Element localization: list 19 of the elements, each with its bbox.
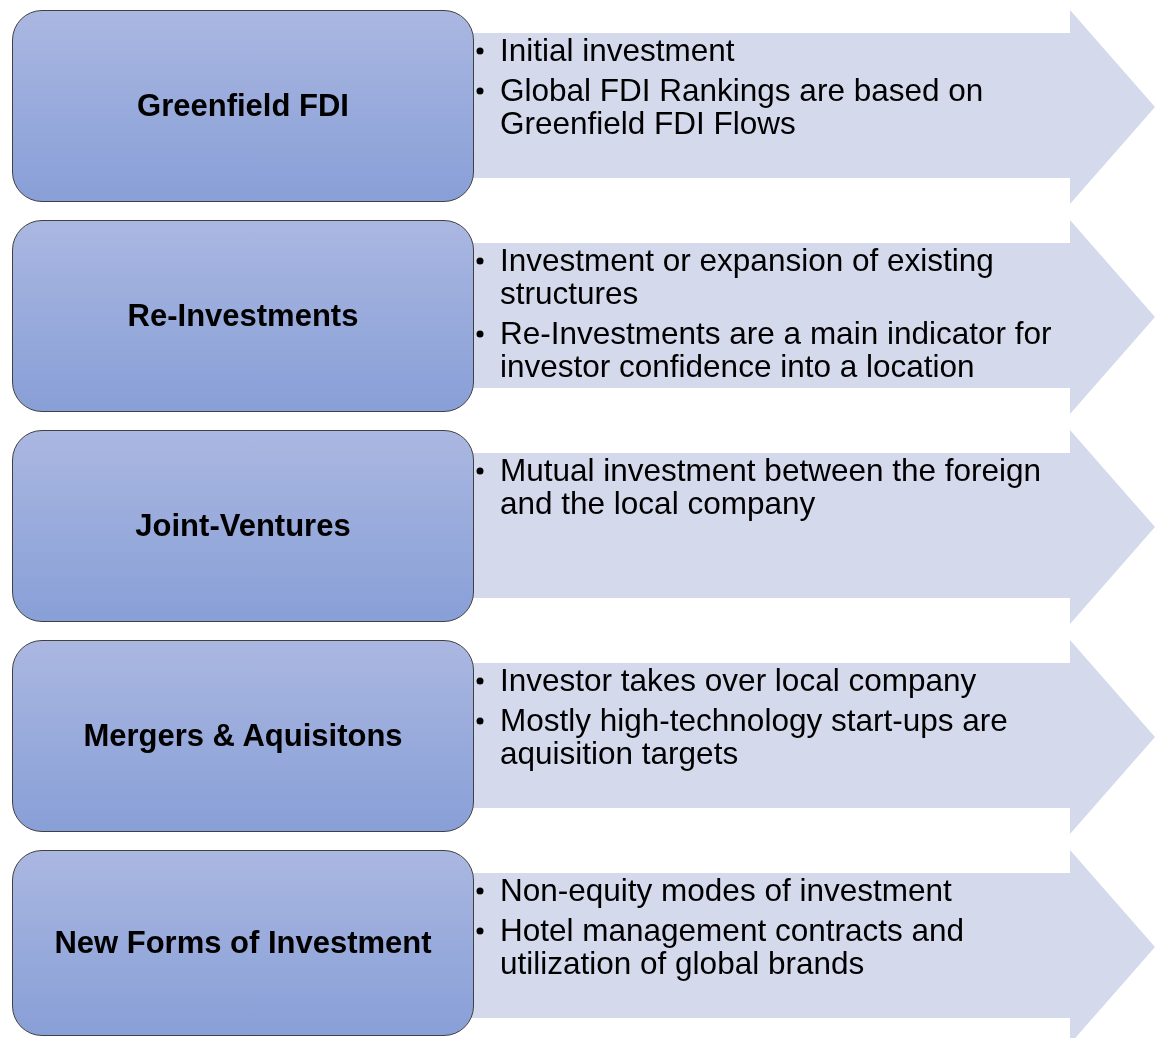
category-title: Mergers & Aquisitons	[83, 718, 403, 754]
bullet-text: Initial investment	[500, 34, 736, 67]
category-box	[12, 430, 474, 622]
category-title: Re-Investments	[127, 298, 359, 334]
bullet-text: Investor takes over local company	[500, 664, 978, 697]
bullet-text: Hotel management contracts and utilization of global brands	[500, 914, 965, 980]
category-title: Joint-Ventures	[135, 508, 351, 544]
bullet-text: Investment or expansion of existing structures	[500, 244, 995, 310]
bullet-text: Mutual investment between the foreign and the local company	[500, 454, 1043, 520]
bullet-text: Global FDI Rankings are based on Greenfield FDI Flows	[500, 74, 985, 140]
category-title: New Forms of Investment	[54, 925, 432, 961]
category-title: Greenfield FDI	[137, 88, 349, 124]
category-box	[12, 640, 474, 832]
category-box	[12, 220, 474, 412]
bullet-text: Re-Investments are a main indicator for investor confidence into a location	[500, 317, 1053, 383]
category-box	[12, 850, 474, 1036]
bullet-text: Mostly high-technology start-ups are aquisition targets	[500, 704, 1009, 770]
bullet-text: Non-equity modes of investment	[500, 874, 953, 907]
category-box	[12, 10, 474, 202]
